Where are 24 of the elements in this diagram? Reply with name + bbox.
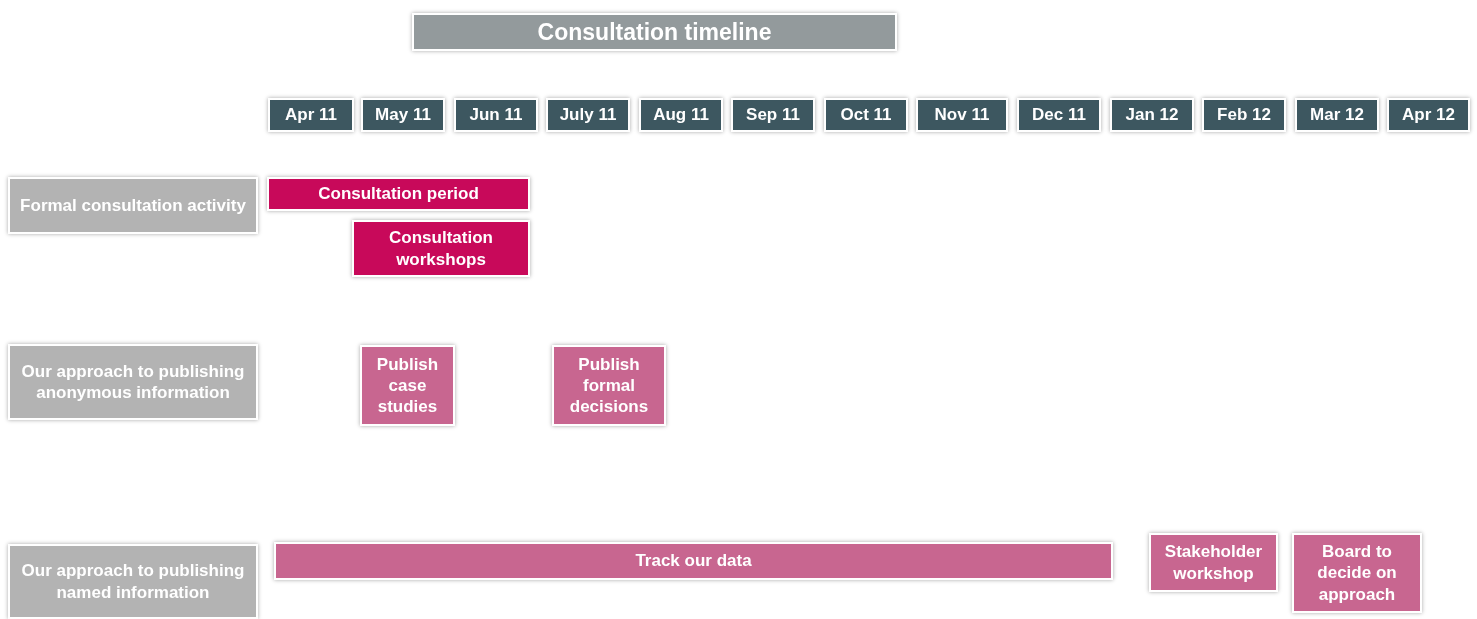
- month-header: Aug 11: [639, 98, 723, 132]
- activity-bar: Track our data: [274, 542, 1113, 580]
- row-header: Our approach to publishing anonymous information: [8, 344, 258, 420]
- row-header: Our approach to publishing named information: [8, 544, 258, 619]
- month-header: July 11: [546, 98, 630, 132]
- month-header: Dec 11: [1017, 98, 1101, 132]
- month-header: Feb 12: [1202, 98, 1286, 132]
- month-header: Mar 12: [1295, 98, 1379, 132]
- month-header: Nov 11: [916, 98, 1008, 132]
- title-banner: Consultation timeline: [412, 13, 897, 51]
- activity-bar: Board to decide on approach: [1292, 533, 1422, 613]
- month-header: Jun 11: [454, 98, 538, 132]
- month-header: May 11: [361, 98, 445, 132]
- month-header: Jan 12: [1110, 98, 1194, 132]
- activity-bar: Consultation workshops: [352, 220, 530, 277]
- row-header: Formal consultation activity: [8, 177, 258, 234]
- month-header: Apr 11: [268, 98, 354, 132]
- activity-bar: Publish formal decisions: [552, 345, 666, 426]
- activity-bar: Publish case studies: [360, 345, 455, 426]
- month-header: Apr 12: [1387, 98, 1470, 132]
- month-header: Sep 11: [731, 98, 815, 132]
- activity-bar: Stakeholder workshop: [1149, 533, 1278, 592]
- month-header: Oct 11: [824, 98, 908, 132]
- activity-bar: Consultation period: [267, 177, 530, 211]
